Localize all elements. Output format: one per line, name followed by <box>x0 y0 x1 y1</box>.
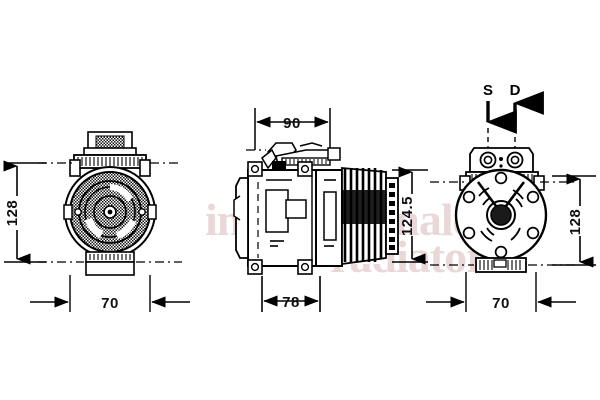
side-body-rear-block <box>315 169 343 267</box>
dimension-side-height: 124.5 <box>392 166 428 265</box>
rear-port-block <box>469 147 534 173</box>
dimension-front-width-label: 70 <box>101 295 119 312</box>
rear-port-view: S D <box>430 82 576 273</box>
dimension-rear-width: 70 <box>426 272 576 312</box>
front-clutch-spokes <box>85 184 136 239</box>
rear-bottom-foot <box>475 257 527 273</box>
dimension-rear-height: 128 <box>552 173 596 268</box>
side-mounting-ears <box>247 161 313 275</box>
dimension-front-height-label: 128 <box>4 200 21 227</box>
side-rear-flange <box>385 177 399 255</box>
dimension-side-top-width-label: 90 <box>283 115 301 132</box>
front-right-lug <box>147 204 157 220</box>
dimension-front-height: 128 <box>3 160 46 265</box>
suction-port-label: S <box>483 82 493 99</box>
rear-bolt-holes <box>462 171 540 259</box>
front-bottom-foot <box>85 251 135 276</box>
dimension-side-bottom-width-label: 78 <box>282 294 300 311</box>
side-body-details <box>257 176 337 262</box>
port-indicators: S D <box>483 82 544 148</box>
front-pulley-view <box>38 131 182 276</box>
discharge-port-label: D <box>510 82 521 99</box>
dimension-side-height-label: 124.5 <box>399 196 416 236</box>
dimension-rear-width-label: 70 <box>492 295 510 312</box>
front-left-lug <box>63 204 73 220</box>
dimension-rear-height-label: 128 <box>567 209 584 236</box>
dimension-side-bottom-width: 78 <box>261 276 321 312</box>
front-top-boss <box>69 131 151 177</box>
side-profile-view <box>233 142 399 275</box>
dimension-front-width: 70 <box>30 275 190 312</box>
dimension-side-top-width: 90 <box>254 108 331 150</box>
